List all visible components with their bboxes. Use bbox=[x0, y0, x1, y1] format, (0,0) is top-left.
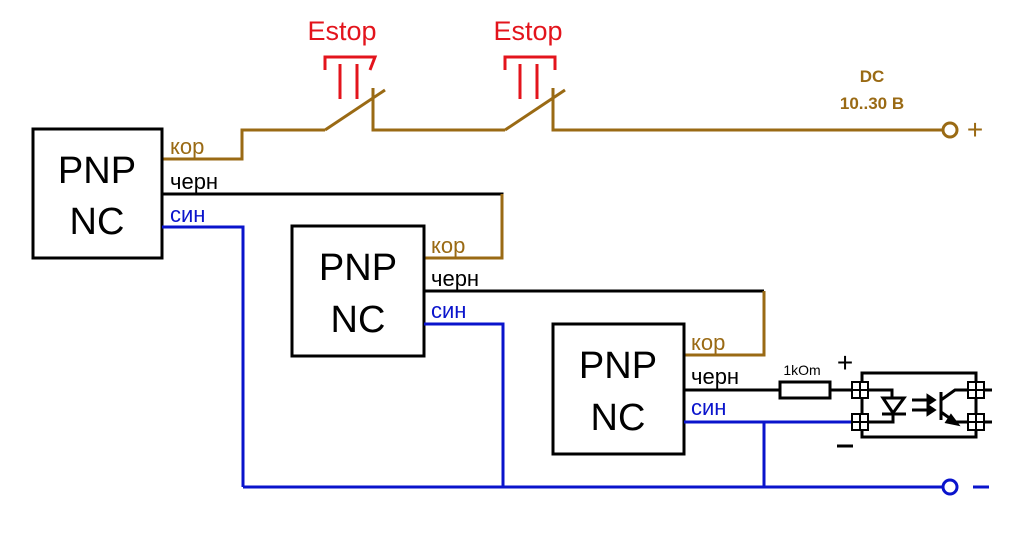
plus-sign: + bbox=[967, 114, 983, 145]
sensor-3-type: PNP bbox=[579, 345, 657, 387]
optocoupler-plus-sign: + bbox=[837, 347, 853, 378]
voltage-range-label: 10..30 В bbox=[840, 94, 904, 113]
led-diode-icon bbox=[880, 396, 907, 416]
sensor-3-blue-label: син bbox=[691, 395, 726, 420]
sensor-2-type: PNP bbox=[319, 247, 397, 289]
resistor-label: 1kOm bbox=[783, 362, 820, 378]
sensor-3-mode: NC bbox=[591, 397, 646, 439]
sensor-1-mode: NC bbox=[70, 201, 125, 243]
estop-2-contact bbox=[504, 88, 566, 132]
sensor-2-blue-label: син bbox=[431, 298, 466, 323]
plus-terminal bbox=[941, 121, 959, 139]
sensor-1-type: PNP bbox=[58, 150, 136, 192]
sensor-3-brown-label: кор bbox=[691, 330, 725, 355]
optocoupler bbox=[851, 371, 992, 439]
sensor-1-blue-wire bbox=[162, 225, 245, 487]
positive-rail bbox=[162, 88, 943, 161]
minus-terminal bbox=[941, 478, 959, 496]
sensor-3-black-label: черн bbox=[691, 364, 739, 389]
resistor bbox=[778, 380, 832, 400]
sensor-2-brown-label: кор bbox=[431, 233, 465, 258]
sensor-2-black-label: черн bbox=[431, 266, 479, 291]
sensor-1-black-wire bbox=[162, 192, 504, 196]
estop-2-label: Estop bbox=[493, 16, 562, 46]
sensor-3-brown-wire bbox=[684, 291, 766, 357]
sensor-2-brown-wire bbox=[424, 194, 504, 260]
sensor-2: PNP NC bbox=[290, 224, 426, 358]
sensor-2-mode: NC bbox=[331, 299, 386, 341]
sensor-2-blue-wire bbox=[424, 322, 505, 487]
estop-1-label: Estop bbox=[307, 16, 376, 46]
sensor-1-blue-label: син bbox=[170, 202, 205, 227]
sensor-3: PNP NC bbox=[551, 322, 686, 456]
sensor-1: PNP NC bbox=[31, 127, 164, 260]
estop-1 bbox=[323, 55, 378, 99]
estop-2 bbox=[503, 55, 557, 99]
dc-label: DC bbox=[860, 67, 885, 86]
estop-1-contact bbox=[324, 88, 386, 132]
sensor-1-black-label: черн bbox=[170, 169, 218, 194]
sensor-1-brown-label: кор bbox=[170, 134, 204, 159]
